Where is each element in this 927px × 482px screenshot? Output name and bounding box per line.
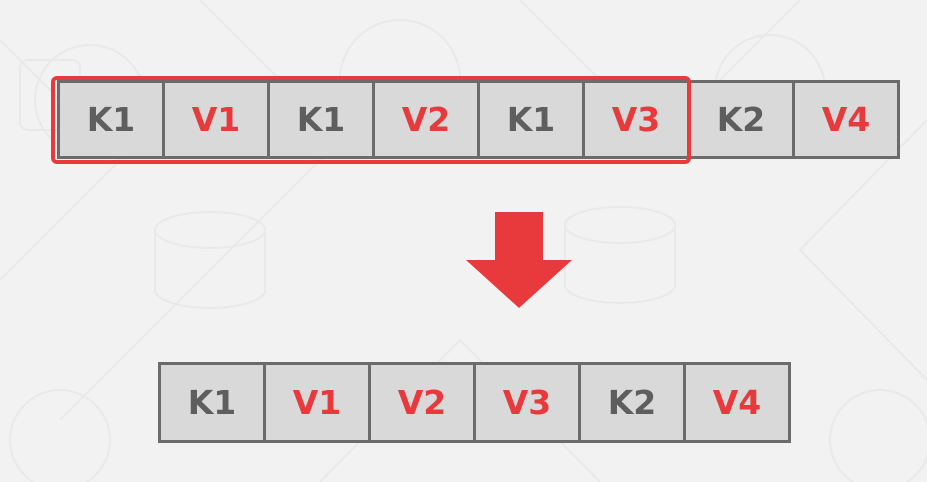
source-value-cell: V2 xyxy=(372,80,480,159)
source-key-cell: K1 xyxy=(267,80,375,159)
duplicate-keys-highlight xyxy=(51,76,691,164)
compressed-value-cell: V4 xyxy=(683,362,791,443)
source-value-cell: V1 xyxy=(162,80,270,159)
down-arrow-icon xyxy=(466,212,572,308)
source-key-cell: K2 xyxy=(687,80,795,159)
compressed-key-cell: K1 xyxy=(158,362,266,443)
compressed-value-cell: V2 xyxy=(368,362,476,443)
source-value-cell: V3 xyxy=(582,80,690,159)
source-value-cell: V4 xyxy=(792,80,900,159)
compressed-key-cell: K2 xyxy=(578,362,686,443)
compressed-value-cell: V1 xyxy=(263,362,371,443)
compressed-value-cell: V3 xyxy=(473,362,581,443)
